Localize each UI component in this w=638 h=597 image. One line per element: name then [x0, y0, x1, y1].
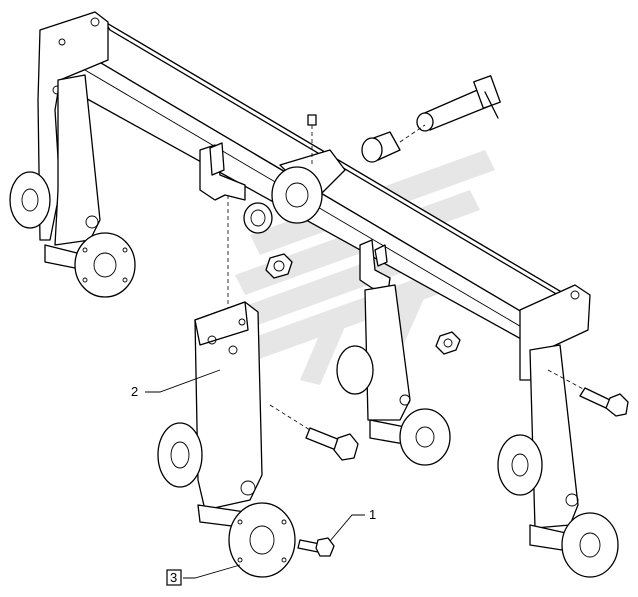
middle-arm [364, 284, 411, 421]
left-rear-flange [9, 171, 51, 229]
pivot-pin [416, 75, 501, 132]
callout-2: 2 [131, 369, 221, 399]
bolt-right-axis [547, 369, 586, 391]
mounting-bracket-middle [359, 239, 391, 293]
arm-rear-flange [157, 422, 203, 488]
callout-1: 1 [329, 507, 376, 542]
right-rear-flange [497, 434, 543, 496]
callout-1-label: 1 [369, 507, 376, 522]
callout-3: 3 [166, 564, 241, 586]
callout-2-label: 2 [131, 384, 138, 399]
swing-arm-item-2 [194, 301, 263, 511]
hub-flange-item-3 [197, 502, 296, 578]
bolt-middle [305, 427, 359, 461]
small-bolt [297, 537, 335, 557]
left-hub-flange [44, 232, 136, 298]
middle-rear-flange [336, 345, 374, 395]
center-pivot-housing [271, 149, 346, 224]
callout-3-label: 3 [170, 570, 177, 585]
pin-axis-line [399, 124, 426, 143]
bolt-right [579, 387, 629, 417]
bushing-rear [361, 131, 401, 163]
right-hub-flange [529, 512, 619, 578]
right-arm [529, 344, 579, 529]
nut-center [265, 253, 293, 279]
callout-3-box [166, 569, 182, 586]
nut-right [435, 331, 461, 355]
bushing-front [243, 202, 273, 234]
grease-nipple [307, 114, 317, 165]
bolt-middle-axis [269, 404, 311, 431]
mounting-bracket-left [199, 142, 246, 201]
middle-hub-flange [369, 408, 451, 466]
